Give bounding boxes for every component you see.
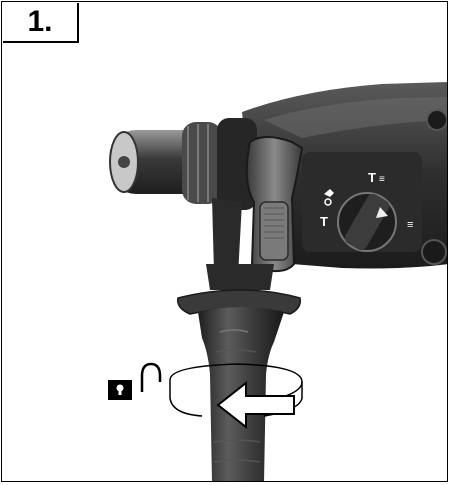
side-handle <box>177 264 302 481</box>
anti-rotation-icon <box>324 189 334 206</box>
step-number: 1. <box>3 3 79 43</box>
unlock-padlock-icon <box>108 362 162 400</box>
sds-chuck <box>109 118 257 210</box>
side-handle-clamp <box>212 136 304 279</box>
svg-text:T: T <box>320 214 328 229</box>
rotary-hammer-illustration: T ≡ T ≡ <box>108 82 447 481</box>
rotate-arrow-icon <box>169 363 303 430</box>
hammer-drill-mode-icon: T ≡ <box>368 170 385 185</box>
svg-text:≡: ≡ <box>407 219 413 231</box>
svg-text:≡: ≡ <box>379 174 385 185</box>
chisel-mode-icon: ≡ <box>407 219 413 231</box>
mode-selector-knob <box>337 192 397 252</box>
drill-mode-icon: T <box>320 214 328 229</box>
svg-text:T: T <box>368 170 376 185</box>
